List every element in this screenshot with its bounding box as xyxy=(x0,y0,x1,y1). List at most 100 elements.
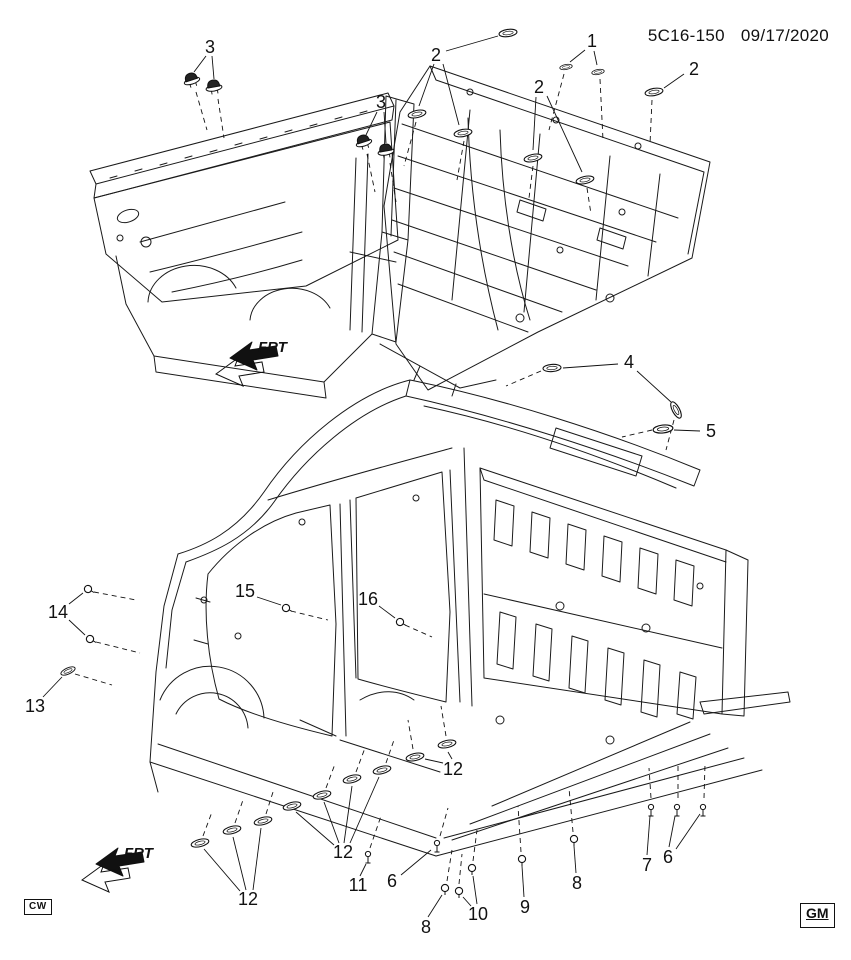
leader-line xyxy=(383,111,387,144)
leader-line xyxy=(403,121,417,167)
frt-label: FRT xyxy=(258,339,289,356)
callout-label: 2 xyxy=(689,59,699,79)
leader-line xyxy=(675,813,701,850)
pin-plug-icon xyxy=(699,803,707,817)
mushroom-plug-icon xyxy=(183,72,201,88)
leader-line xyxy=(404,624,433,638)
cw-mark: CW xyxy=(24,899,52,915)
leader-line xyxy=(573,845,577,874)
oval-plug-icon xyxy=(644,87,664,97)
lower-body-illustration xyxy=(149,379,791,857)
oval-plug-icon xyxy=(407,109,427,119)
circle-plug-icon xyxy=(454,886,464,898)
gm-logo: GM xyxy=(800,903,835,928)
oval-plug-icon xyxy=(498,28,518,38)
leader-line xyxy=(74,673,113,686)
callout-label: 13 xyxy=(25,696,45,716)
oval-plug-icon xyxy=(575,175,595,185)
leader-line xyxy=(458,853,463,885)
leader-line xyxy=(505,370,542,387)
drawing-date: 09/17/2020 xyxy=(740,26,829,45)
callout-label: 3 xyxy=(376,92,386,112)
oval-plug-icon xyxy=(222,825,242,835)
leader-line xyxy=(203,848,241,892)
leader-line xyxy=(42,676,63,698)
leader-line xyxy=(548,73,565,131)
leader-line xyxy=(359,863,367,877)
leader-line xyxy=(252,827,262,891)
leader-line xyxy=(365,111,378,136)
leader-line xyxy=(424,758,444,764)
leader-line xyxy=(673,429,701,432)
upper-body-illustration xyxy=(89,65,711,399)
leader-line xyxy=(355,747,366,773)
circle-plug-icon xyxy=(569,834,579,846)
oval-plug-icon xyxy=(405,752,425,762)
leader-line xyxy=(472,875,478,905)
leader-line xyxy=(703,763,706,799)
oval-plug-icon xyxy=(437,739,457,749)
oval-plug-icon xyxy=(542,363,562,373)
leader-line xyxy=(369,815,382,849)
leader-line xyxy=(440,705,447,737)
leader-line xyxy=(446,849,453,882)
circle-plug-icon xyxy=(281,603,293,613)
callout-label: 1 xyxy=(587,31,597,51)
callout-label: 2 xyxy=(431,45,441,65)
callout-label: 10 xyxy=(468,904,488,924)
oval-plug-icon xyxy=(282,801,302,811)
pin-plug-icon xyxy=(647,803,655,817)
leader-line xyxy=(295,811,335,846)
circle-plug-icon xyxy=(83,584,95,594)
circle-plug-icon xyxy=(395,617,407,627)
circle-plug-icon xyxy=(517,854,527,866)
pin-plug-icon xyxy=(673,803,681,817)
leader-line xyxy=(68,592,84,605)
leader-line xyxy=(400,849,432,876)
frt-direction-arrow: FRT xyxy=(215,339,289,387)
callout-label: 12 xyxy=(333,842,353,862)
mushroom-plug-icon xyxy=(355,134,373,150)
callout-label: 5 xyxy=(706,421,716,441)
leader-line xyxy=(234,799,244,824)
leader-line xyxy=(663,73,685,89)
leader-line xyxy=(532,96,537,151)
leader-line xyxy=(462,896,472,907)
leader-line xyxy=(668,815,676,848)
callout-label: 7 xyxy=(642,855,652,875)
callout-label: 16 xyxy=(358,589,378,609)
leader-line xyxy=(648,767,652,799)
leader-line xyxy=(447,751,453,760)
oval-plug-icon xyxy=(670,401,682,419)
drawing-header: 5C16-150 09/17/2020 xyxy=(648,26,829,46)
leader-line xyxy=(211,55,215,80)
leader-line xyxy=(68,619,86,636)
leader-line xyxy=(568,787,574,833)
oval-plug-icon xyxy=(453,128,473,138)
frt-direction-arrow: FRT xyxy=(81,845,155,893)
leader-line xyxy=(472,829,478,862)
leader-line xyxy=(378,605,396,619)
oval-plug-icon xyxy=(60,666,76,676)
leader-line xyxy=(349,776,380,844)
leader-line xyxy=(95,641,141,654)
callout-label: 8 xyxy=(572,873,582,893)
leader-line xyxy=(256,596,282,606)
leader-line xyxy=(569,49,586,63)
oval-plug-icon xyxy=(253,816,273,826)
oval-plug-icon xyxy=(559,63,573,71)
callout-label: 6 xyxy=(663,847,673,867)
drawing-number: 5C16-150 xyxy=(647,26,725,45)
frt-label: FRT xyxy=(124,845,155,862)
leader-line xyxy=(636,370,672,403)
leader-line xyxy=(389,162,397,203)
leader-line xyxy=(195,91,208,131)
callout-label: 9 xyxy=(520,897,530,917)
oval-plug-icon xyxy=(523,153,543,163)
pin-plug-icon xyxy=(364,850,372,864)
callout-label: 2 xyxy=(534,77,544,97)
oval-plug-icon xyxy=(591,68,605,76)
leader-line xyxy=(546,95,583,173)
